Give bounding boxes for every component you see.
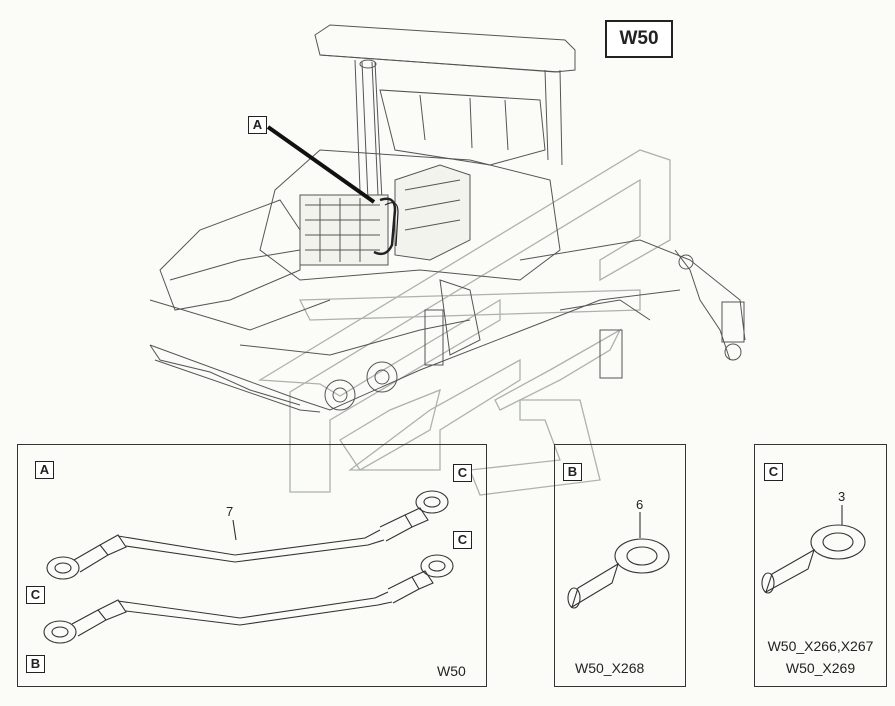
panel-right-caption-line2: W50_X269 — [785, 660, 856, 676]
panel-middle-caption: W50_X268 — [575, 660, 645, 676]
cable-w50-drawing — [43, 490, 454, 644]
panel-left-tag-b: B — [26, 655, 45, 673]
panel-left-tag-c-left: C — [26, 586, 45, 604]
callout-a-leader — [266, 125, 376, 204]
panel-right-tag-c: C — [764, 463, 783, 481]
page-title: W50 — [605, 20, 673, 58]
paver-machine-illustration — [149, 24, 746, 413]
detail-panel-x266 — [754, 444, 887, 687]
terminal-x268-drawing — [567, 512, 670, 609]
callout-a-tag: A — [248, 116, 267, 134]
part-number-6: 6 — [636, 497, 644, 512]
panel-left-caption: W50 — [437, 663, 466, 679]
detail-panel-x268 — [554, 444, 686, 687]
panel-right-caption-line1: W50_X266,X267 — [767, 638, 874, 654]
part-number-3: 3 — [838, 489, 846, 504]
panel-left-tag-a: A — [35, 461, 54, 479]
detail-panel-cables — [17, 444, 487, 687]
terminal-x266-drawing — [761, 505, 866, 594]
part-number-7: 7 — [226, 504, 234, 519]
panel-left-tag-c-top: C — [453, 464, 472, 482]
panel-middle-tag-b: B — [563, 463, 582, 481]
panel-left-tag-c-right: C — [453, 531, 472, 549]
